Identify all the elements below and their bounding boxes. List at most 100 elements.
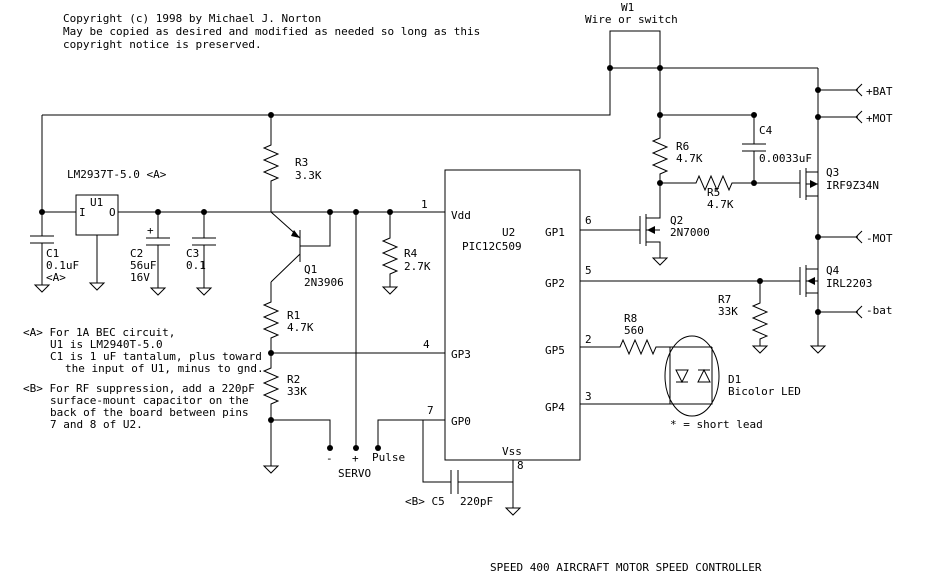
ground-symbol [263, 465, 279, 474]
u2-pin-vdd-num: 1 [421, 198, 428, 211]
u2-pin-gp1-name: GP1 [545, 226, 565, 239]
c2-value: 56uF [130, 259, 157, 272]
u2-pin-gp2-num: 5 [585, 264, 592, 277]
ground-symbol [150, 287, 166, 296]
r7-resistor [751, 281, 769, 346]
q3-part: IRF9Z34N [826, 179, 879, 192]
note-a-1: <A> For 1A BEC circuit, [23, 326, 175, 339]
copyright-line-1: Copyright (c) 1998 by Michael J. Norton [63, 12, 321, 25]
c1-ref: C1 [46, 247, 59, 260]
q4-part: IRL2203 [826, 277, 872, 290]
r3-value: 3.3K [295, 169, 322, 182]
terminal-mot-neg-wire [818, 230, 863, 244]
q1-arrow [291, 230, 300, 238]
wire-servo-pulse [377, 419, 445, 446]
ground-symbol [382, 286, 398, 295]
c3-ref: C3 [186, 247, 199, 260]
wire-c4-top [660, 114, 755, 144]
r6-ref: R6 [676, 140, 689, 153]
c2-rating: 16V [130, 271, 150, 284]
r4-resistor [381, 212, 399, 287]
note-a-3: C1 is 1 uF tantalum, plus toward [50, 350, 262, 363]
u1-pin-out: O [109, 206, 116, 219]
junction [751, 180, 757, 186]
note-b-3: back of the board between pins [50, 406, 249, 419]
q1-ref: Q1 [304, 263, 317, 276]
c4-value: 0.0033uF [759, 152, 812, 165]
r1-resistor [262, 282, 280, 353]
terminal-mot-neg: -MOT [866, 232, 893, 245]
ground-symbol [196, 287, 212, 296]
note-a-2: U1 is LM2940T-5.0 [50, 338, 163, 351]
note-b-2: surface-mount capacitor on the [50, 394, 249, 407]
junction [815, 114, 821, 120]
c4-ref: C4 [759, 124, 773, 137]
q1-part: 2N3906 [304, 276, 344, 289]
junction [815, 87, 821, 93]
q3-arrow [810, 180, 818, 188]
c2-symbol [146, 212, 170, 288]
q2-part: 2N7000 [670, 226, 710, 239]
u1-ref: U1 [90, 196, 103, 209]
servo-plus: + [352, 452, 359, 465]
c1-note: <A> [46, 271, 66, 284]
r4-ref: R4 [404, 247, 418, 260]
servo-pin-pulse [375, 445, 381, 451]
u2-part: PIC12C509 [462, 240, 522, 253]
servo-pulse: Pulse [372, 451, 405, 464]
u2-pin-gp4-name: GP4 [545, 401, 565, 414]
r6-resistor [651, 68, 669, 183]
q3-ref: Q3 [826, 166, 839, 179]
d1-outline [664, 335, 720, 417]
c5-ref: <B> C5 [405, 495, 445, 508]
u2-pin-gp0-num: 7 [427, 404, 434, 417]
servo-pin-minus [327, 445, 333, 451]
wire-servo-minus [271, 419, 331, 446]
r8-ref: R8 [624, 312, 637, 325]
r1-ref: R1 [287, 309, 300, 322]
r7-ref: R7 [718, 293, 731, 306]
c4-capacitor [742, 143, 766, 183]
q3-mosfet [799, 168, 818, 200]
r3-resistor [262, 115, 280, 212]
u2-ref: U2 [502, 226, 515, 239]
r5-ref: R5 [707, 186, 720, 199]
terminal-mot-pos-wire [818, 110, 863, 124]
r3-ref: R3 [295, 156, 308, 169]
ground-symbol [810, 345, 826, 354]
u2-pin-gp3-name: GP3 [451, 348, 471, 361]
q2-mosfet [639, 183, 661, 258]
u2-pin-gp3-num: 4 [423, 338, 430, 351]
wire-w1-down [42, 68, 611, 116]
u2-pin-gp4-num: 3 [585, 390, 592, 403]
d1-ref: D1 [728, 373, 741, 386]
u2-pin-gp2-name: GP2 [545, 277, 565, 290]
servo-minus: - [326, 452, 333, 465]
q2-arrow [647, 226, 655, 234]
c3-symbol [192, 212, 216, 288]
d1-bicolor-led [669, 346, 713, 405]
r7-value: 33K [718, 305, 738, 318]
note-b-1: <B> For RF suppression, add a 220pF [23, 382, 255, 395]
junction [751, 112, 757, 118]
r8-resistor [580, 338, 670, 356]
u1-part: LM2937T-5.0 <A> [67, 168, 167, 181]
ground-symbol [505, 507, 521, 516]
u2-pin-vss-name: Vss [502, 445, 522, 458]
copyright-line-2: May be copied as desired and modified as… [63, 25, 480, 38]
terminal-bat-pos-wire [818, 83, 863, 97]
servo-pin-plus [353, 445, 359, 451]
c5-value: 220pF [460, 495, 493, 508]
r2-resistor [262, 353, 280, 466]
c1-value: 0.1uF [46, 259, 79, 272]
u2-pin-gp5-num: 2 [585, 333, 592, 346]
q2-ref: Q2 [670, 214, 683, 227]
r4-value: 2.7K [404, 260, 431, 273]
ground-symbol [89, 282, 105, 291]
u1-pin-in: I [79, 206, 86, 219]
u2-pin-gp0-name: GP0 [451, 415, 471, 428]
copyright-line-3: copyright notice is preserved. [63, 38, 262, 51]
q4-ref: Q4 [826, 264, 840, 277]
terminal-bat-neg: -bat [866, 304, 893, 317]
